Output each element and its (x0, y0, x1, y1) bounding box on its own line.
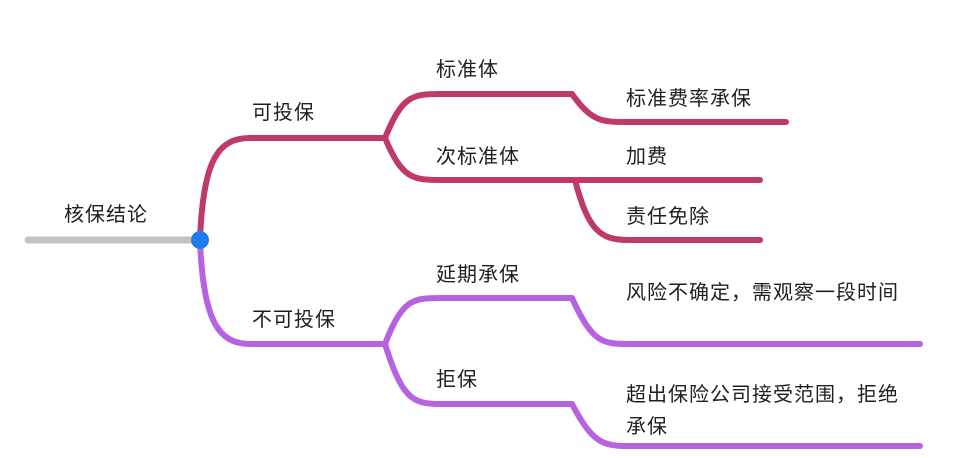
connector-root-to-insurable (197, 135, 388, 243)
node-surcharge: 加费 (626, 144, 668, 168)
node-risk-uncertain: 风险不确定，需观察一段时间 (626, 280, 899, 304)
connector-declined-to-beyond-scope (569, 401, 923, 449)
connector-deferred-to-risk-uncertain (569, 295, 923, 347)
connector-uninsurable-to-declined (382, 341, 575, 407)
connector-insurable-to-standard (382, 91, 575, 141)
node-standard-rate: 标准费率承保 (626, 86, 752, 110)
branch-insurable-lines (197, 91, 789, 243)
node-beyond-scope: 超出保险公司接受范围，拒绝承保 (626, 382, 899, 438)
branch-uninsurable-lines (197, 237, 923, 449)
node-exclusion: 责任免除 (626, 204, 710, 228)
node-insurable: 可投保 (252, 100, 315, 124)
node-substandard: 次标准体 (436, 144, 520, 168)
connector-standard-to-standard-rate (569, 91, 789, 125)
node-standard: 标准体 (436, 57, 499, 81)
node-root: 核保结论 (64, 202, 148, 226)
connector-substandard-to-exclusion (572, 177, 763, 243)
connector-root-to-uninsurable (197, 237, 388, 347)
node-deferred: 延期承保 (436, 262, 520, 286)
node-declined: 拒保 (436, 367, 478, 391)
connector-insurable-to-substandard (382, 135, 763, 183)
root-junction-dot (191, 231, 209, 249)
node-uninsurable: 不可投保 (252, 307, 336, 331)
connector-uninsurable-to-deferred (382, 295, 575, 347)
